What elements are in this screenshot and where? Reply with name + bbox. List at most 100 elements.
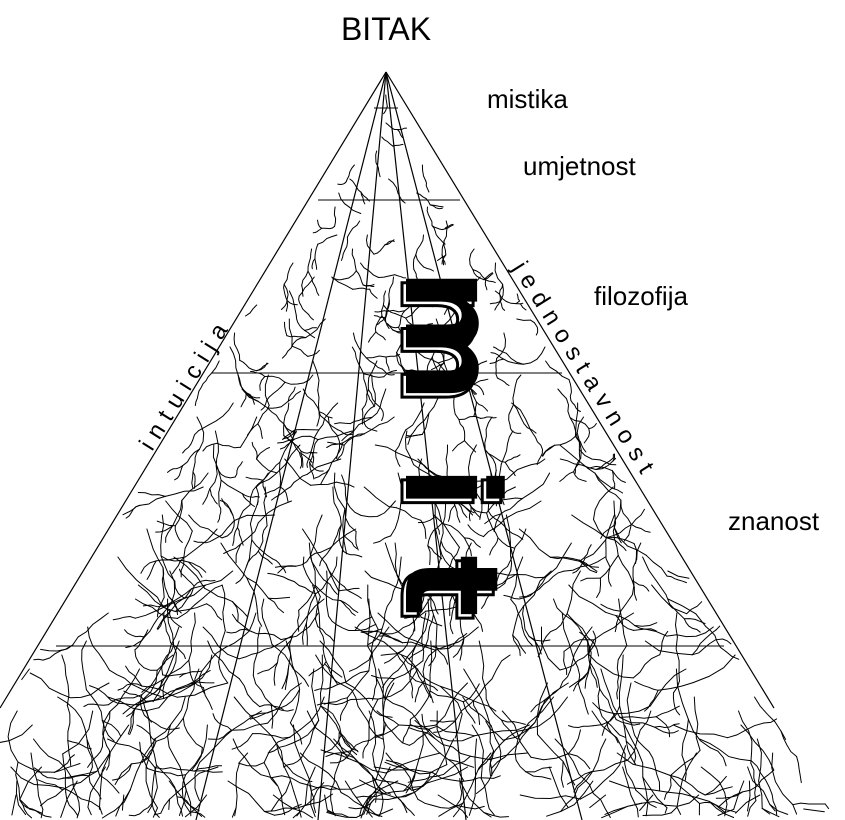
branch-line <box>305 622 308 646</box>
branch-line <box>383 720 410 746</box>
branch-line <box>240 522 259 545</box>
branch-line <box>427 545 443 560</box>
branch-line <box>304 766 316 806</box>
branch-line <box>257 500 292 524</box>
branch-line <box>669 774 700 804</box>
branch-line <box>62 753 67 793</box>
branch-line <box>447 373 467 386</box>
branch-line <box>489 537 499 556</box>
branch-line <box>520 303 527 311</box>
branch-line <box>447 504 456 522</box>
branch-line <box>395 450 401 467</box>
branch-line <box>63 787 101 808</box>
branch-line <box>394 660 424 680</box>
branch-line <box>584 539 607 559</box>
center-letter-i-shadow: i <box>371 469 523 514</box>
branch-line <box>512 634 526 654</box>
branch-line <box>448 633 468 649</box>
branch-line <box>422 731 449 760</box>
branch-line <box>672 724 728 739</box>
branch-line <box>537 635 547 658</box>
branch-line <box>383 106 388 115</box>
branch-line <box>373 244 386 255</box>
branch-line <box>257 550 273 565</box>
branch-line <box>40 809 44 819</box>
branch-line <box>460 311 469 322</box>
branch-line <box>435 318 446 345</box>
branch-line <box>10 766 65 789</box>
branch-line <box>510 598 523 629</box>
branch-line <box>615 615 635 631</box>
branch-line <box>420 519 427 539</box>
branch-line <box>218 479 222 506</box>
branch-line <box>19 798 31 810</box>
branch-line <box>443 304 452 315</box>
branch-line <box>292 810 301 819</box>
branch-line <box>338 192 351 208</box>
branch-line <box>331 276 354 290</box>
branch-line <box>484 278 496 284</box>
branch-line <box>245 539 253 568</box>
branch-line <box>270 780 291 812</box>
branch-line <box>579 544 592 562</box>
branch-line <box>320 705 342 736</box>
branch-line <box>354 623 377 631</box>
branch-line <box>67 740 92 750</box>
branch-line <box>338 732 349 759</box>
branch-line <box>560 761 564 788</box>
branch-line <box>292 598 325 635</box>
branch-line <box>86 738 93 777</box>
branch-line <box>407 429 416 445</box>
branch-line <box>594 472 622 501</box>
branch-line <box>309 784 316 813</box>
branch-line <box>437 794 456 807</box>
branch-line <box>257 525 268 552</box>
branch-line <box>410 724 438 730</box>
branch-line <box>168 798 170 810</box>
branch-line <box>308 542 316 586</box>
branch-line <box>169 610 182 628</box>
branch-line <box>512 605 525 636</box>
branch-line <box>352 332 367 359</box>
branch-line <box>139 741 148 769</box>
branch-line <box>400 654 441 687</box>
branch-line <box>568 584 607 613</box>
branch-line <box>427 545 431 566</box>
branch-line <box>431 362 444 371</box>
branch-line <box>350 733 384 752</box>
branch-line <box>314 596 321 628</box>
branch-line <box>425 180 430 193</box>
branch-line <box>563 650 568 675</box>
branch-line <box>144 611 165 638</box>
branch-line <box>423 266 434 272</box>
branch-line <box>176 682 229 698</box>
branch-line <box>188 561 203 578</box>
pyramid-ray-1 <box>317 71 387 820</box>
branch-line <box>666 626 714 638</box>
branch-line <box>474 738 477 797</box>
branch-line <box>796 756 802 784</box>
branch-line <box>353 416 373 432</box>
branch-line <box>717 808 735 816</box>
branch-line <box>626 682 635 736</box>
branch-line <box>238 762 265 767</box>
branch-line <box>573 471 587 482</box>
branch-line <box>33 738 74 780</box>
branch-line <box>445 546 460 573</box>
branch-line <box>481 589 492 609</box>
branch-line <box>568 672 589 688</box>
branch-line <box>273 803 302 816</box>
branch-line <box>96 724 130 772</box>
branch-line <box>569 417 578 440</box>
branch-line <box>107 738 156 768</box>
branch-line <box>59 682 110 699</box>
branch-line <box>134 598 178 619</box>
branch-line <box>249 500 259 541</box>
branch-line <box>382 368 395 376</box>
branch-line <box>429 640 433 692</box>
branch-line <box>463 668 488 716</box>
branch-line <box>360 191 366 205</box>
branch-line <box>715 625 721 631</box>
branch-line <box>229 346 239 376</box>
branch-line <box>183 530 193 559</box>
